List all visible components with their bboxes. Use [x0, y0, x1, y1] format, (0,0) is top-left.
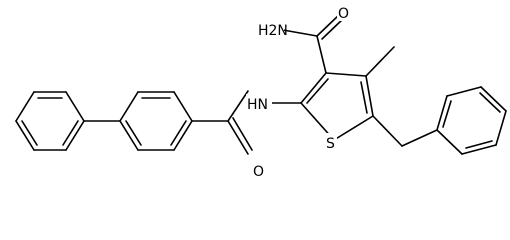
amide-nh2-label: H2N — [258, 23, 288, 39]
benzamide-linker — [191, 90, 253, 155]
chemical-structure-diagram: H2N O HN S O — [15, 6, 507, 180]
amide-oxygen-label: O — [338, 6, 349, 22]
amine-nh-label: HN — [247, 97, 268, 113]
thiophene-ring — [300, 72, 374, 141]
thiophene-sulfur-label: S — [326, 136, 335, 152]
phenylene-ring — [119, 91, 193, 151]
phenyl-ring-benzyl — [436, 86, 507, 155]
phenyl-ring-left — [15, 91, 85, 151]
benzamide-oxygen-label: O — [253, 164, 264, 180]
benzyl-group — [372, 115, 438, 147]
molecule-canvas: H2N O HN S O — [15, 6, 507, 180]
carboxamide-group — [282, 13, 345, 74]
methyl-bond — [365, 46, 395, 77]
